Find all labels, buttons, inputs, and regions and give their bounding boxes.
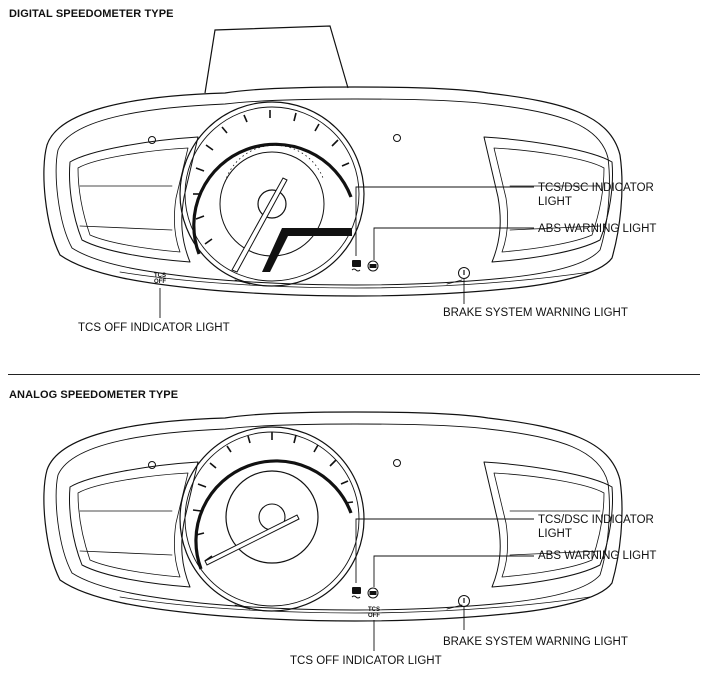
abs-warning-icon <box>367 260 379 272</box>
tcs-off-icon: TCS OFF <box>367 607 381 619</box>
digital-section-title: DIGITAL SPEEDOMETER TYPE <box>9 8 174 20</box>
abs-warning-label: ABS WARNING LIGHT <box>538 223 657 235</box>
abs-warning-label: ABS WARNING LIGHT <box>538 550 657 562</box>
brake-warning-label: BRAKE SYSTEM WARNING LIGHT <box>443 636 628 648</box>
tcs-off-icon-bottom: OFF <box>368 613 380 619</box>
tcs-off-label: TCS OFF INDICATOR LIGHT <box>290 655 442 667</box>
tcs-off-icon-top: TCS <box>154 273 166 279</box>
tcs-off-label: TCS OFF INDICATOR LIGHT <box>78 322 230 334</box>
analog-cluster <box>43 411 623 651</box>
section-divider <box>8 374 700 375</box>
brake-warning-label: BRAKE SYSTEM WARNING LIGHT <box>443 307 628 319</box>
brake-warning-icon <box>458 267 470 279</box>
tcs-dsc-indicator-label: TCS/DSC INDICATOR LIGHT <box>538 513 654 541</box>
abs-warning-icon <box>367 587 379 599</box>
digital-cluster <box>43 25 623 318</box>
tcs-dsc-label-line2: LIGHT <box>538 528 572 540</box>
tcs-dsc-label-line1: TCS/DSC INDICATOR <box>538 182 654 194</box>
tcs-off-icon-bottom: OFF <box>154 279 166 285</box>
tcs-off-icon-top: TCS <box>368 607 380 613</box>
analog-section-title: ANALOG SPEEDOMETER TYPE <box>9 389 179 401</box>
brake-warning-icon <box>458 595 470 607</box>
tcs-dsc-indicator-label: TCS/DSC INDICATOR LIGHT <box>538 181 654 209</box>
tcs-dsc-label-line1: TCS/DSC INDICATOR <box>538 514 654 526</box>
tcs-dsc-label-line2: LIGHT <box>538 196 572 208</box>
tcs-dsc-indicator-icon <box>351 260 361 272</box>
tcs-dsc-indicator-icon <box>351 587 361 599</box>
tcs-off-icon: TCS OFF <box>153 273 167 285</box>
